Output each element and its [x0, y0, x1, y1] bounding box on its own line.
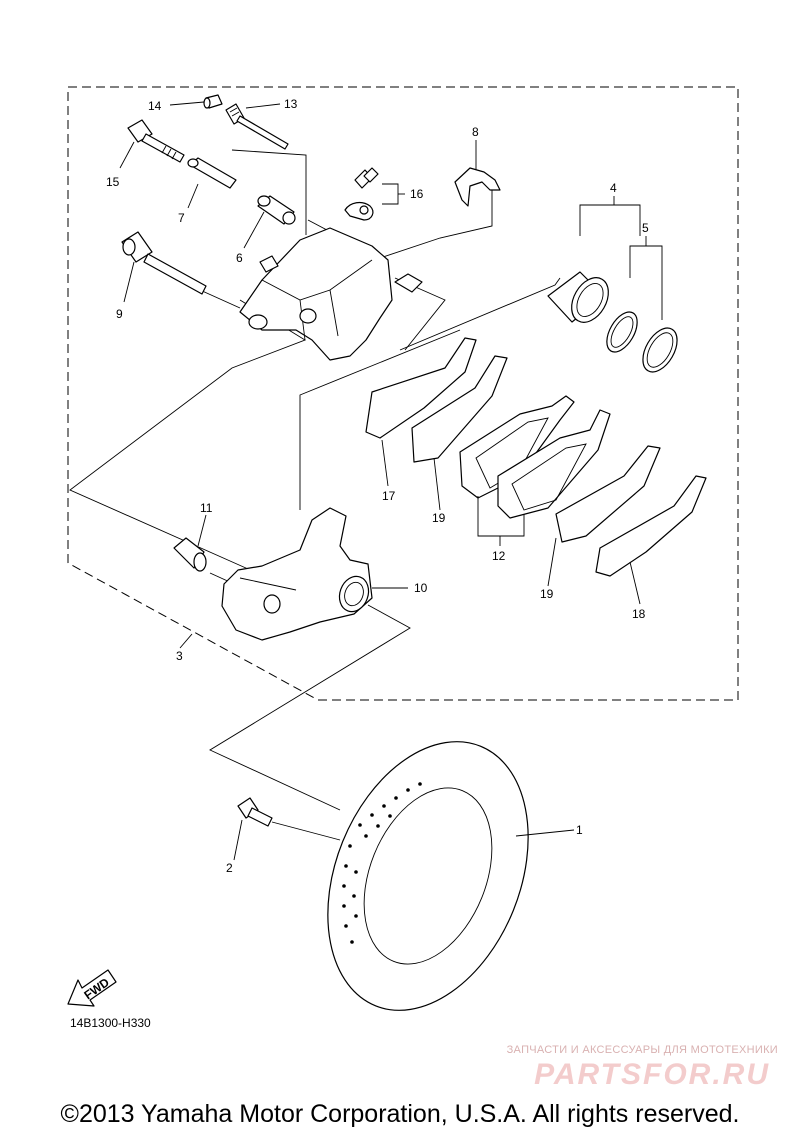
part-disc-bolt-2	[237, 797, 273, 827]
fwd-arrow-icon: FWD	[67, 969, 117, 1007]
callout-16: 16	[410, 187, 424, 201]
callout-labels: 14 13 15 7 6 9 8 16 4 5 17 19 12 19 18 1…	[106, 97, 649, 875]
disc-holes	[342, 782, 422, 944]
part-shim-17	[365, 337, 477, 439]
part-bleeder-16	[344, 167, 379, 221]
part-boot-11	[173, 537, 207, 572]
callout-13: 13	[284, 97, 298, 111]
part-seals-5	[606, 311, 678, 373]
callout-17: 17	[382, 489, 396, 503]
part-bolt-9	[121, 231, 207, 295]
part-pin-13	[225, 103, 289, 150]
callout-4: 4	[610, 181, 617, 195]
part-pin-7	[187, 157, 237, 189]
watermark-tagline: ЗАПЧАСТИ И АКСЕССУАРЫ ДЛЯ МОТОТЕХНИКИ	[506, 1044, 778, 1056]
callout-2: 2	[226, 861, 233, 875]
callout-8: 8	[472, 125, 479, 139]
callout-3: 3	[176, 649, 183, 663]
part-piston-4	[547, 271, 609, 323]
copyright-footer: ©2013 Yamaha Motor Corporation, U.S.A. A…	[60, 1100, 740, 1128]
part-shim-18	[595, 475, 707, 577]
part-insulator-19a	[411, 355, 508, 463]
callout-18: 18	[632, 607, 646, 621]
callout-12: 12	[492, 549, 506, 563]
callout-10: 10	[414, 581, 428, 595]
callout-14: 14	[148, 99, 162, 113]
part-insulator-19b	[555, 445, 661, 543]
callout-11: 11	[200, 501, 213, 515]
callout-5: 5	[642, 221, 649, 235]
part-brake-pads-12	[459, 395, 611, 519]
assembly-boundary	[67, 86, 739, 701]
callout-19b: 19	[540, 587, 554, 601]
callout-leaders	[119, 101, 663, 861]
part-caliper-bracket	[221, 507, 373, 641]
part-caliper-body	[239, 227, 423, 361]
diagram-code: 14B1300-H330	[70, 1016, 151, 1030]
callout-19a: 19	[432, 511, 446, 525]
callout-1: 1	[576, 823, 583, 837]
callout-6: 6	[236, 251, 243, 265]
part-bolt-15	[127, 119, 185, 163]
part-bushing-6	[257, 195, 296, 225]
callout-7: 7	[178, 211, 185, 225]
part-cap	[203, 94, 223, 109]
callout-15: 15	[106, 175, 120, 189]
part-brake-disc-1	[327, 741, 529, 1011]
watermark-logo: PARTSFOR.RU	[534, 1058, 770, 1091]
callout-9: 9	[116, 307, 123, 321]
part-clip-8	[454, 167, 501, 207]
